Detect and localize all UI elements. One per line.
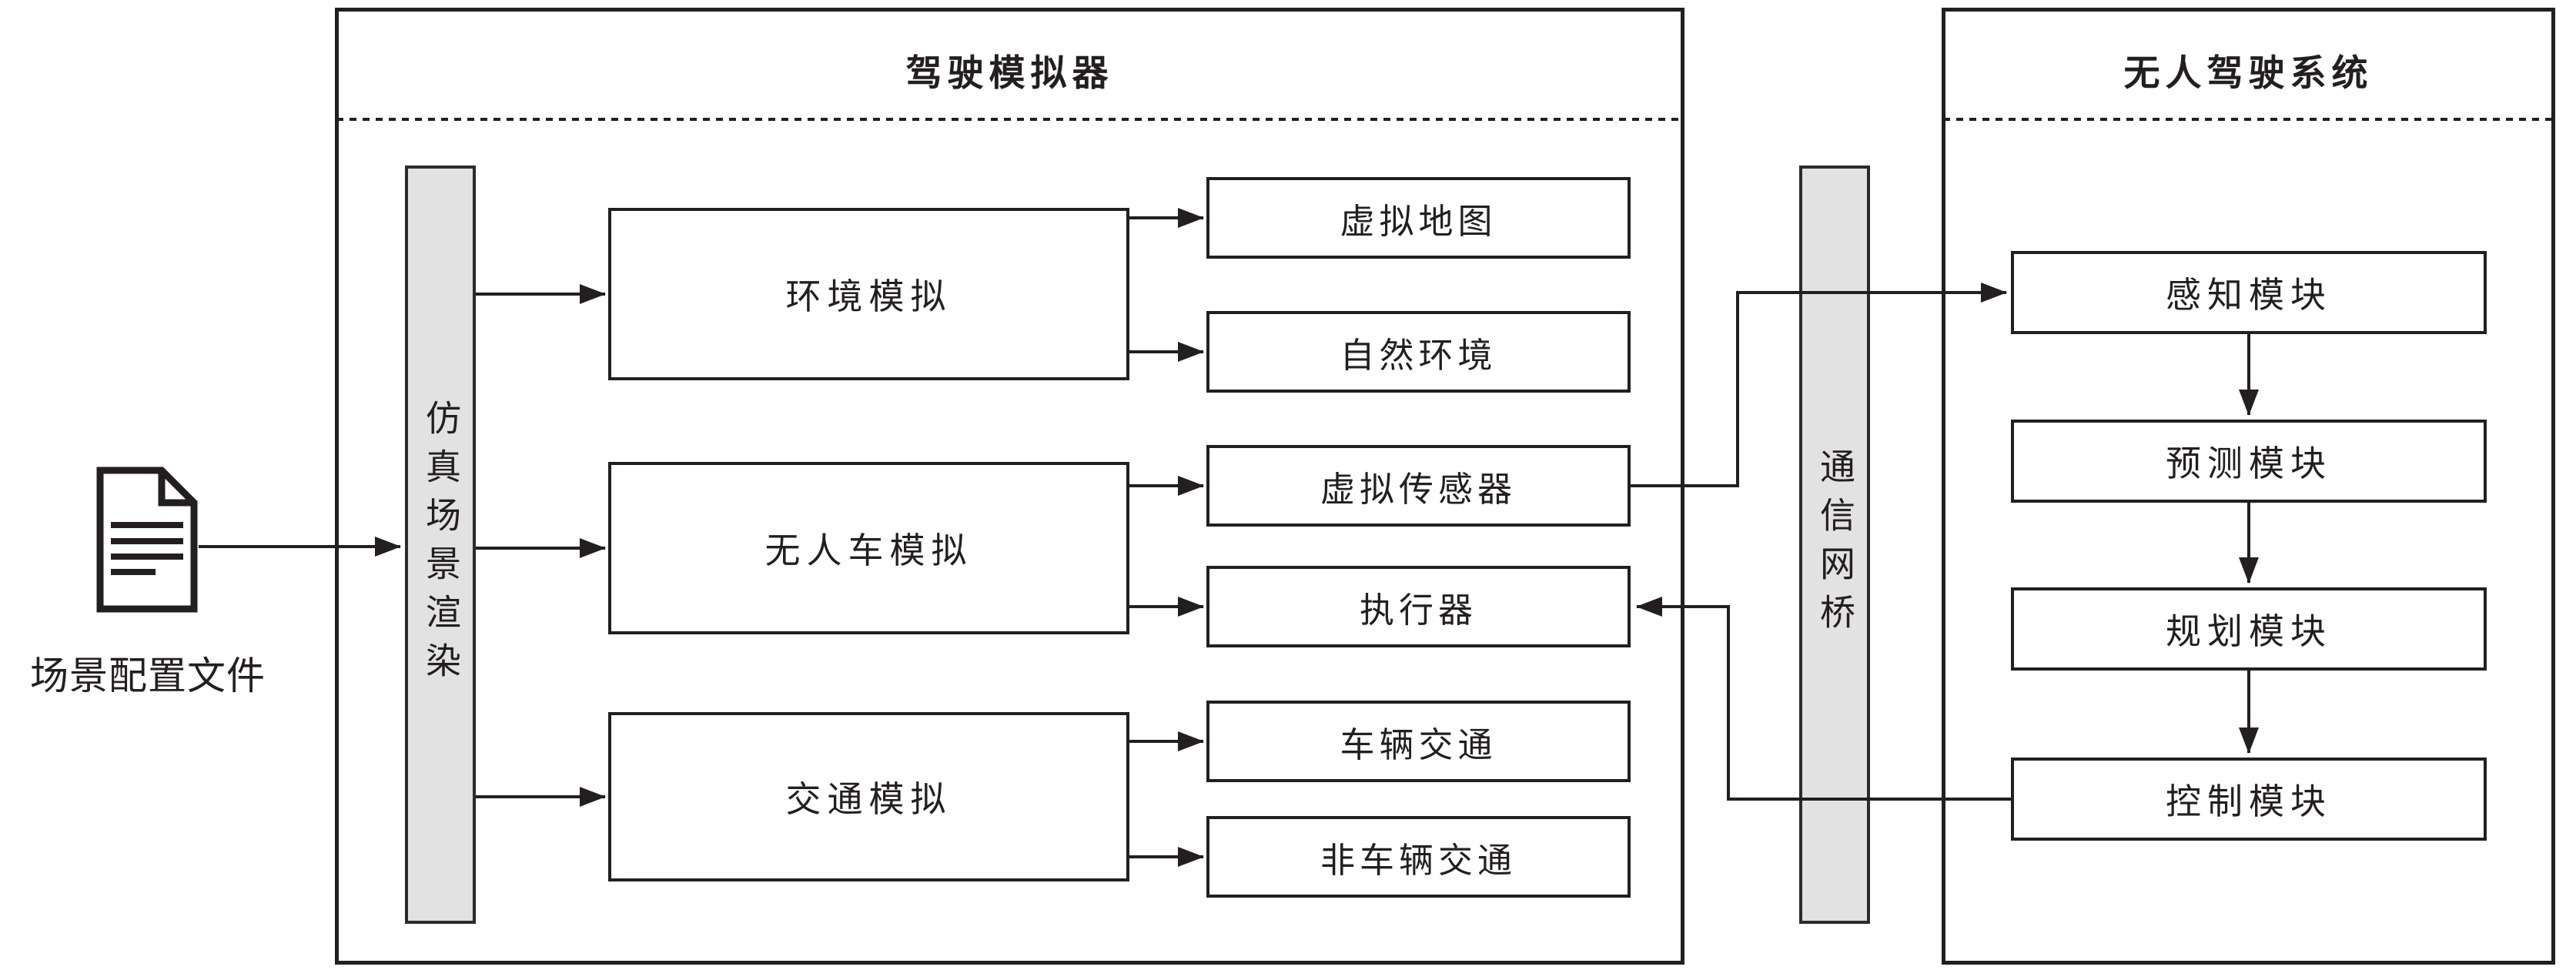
traffic-simulation-box: 交通模拟 [608,712,1129,881]
simulation-scene-render-bar: 仿真场景渲染 [405,166,476,924]
non-vehicle-traffic-box: 非车辆交通 [1206,816,1631,898]
autonomous-driving-title: 无人驾驶系统 [2123,54,2374,94]
natural-environment-box: 自然环境 [1206,311,1631,393]
document-icon [96,467,198,613]
driverless-vehicle-simulation-box: 无人车模拟 [608,462,1129,634]
virtual-map-box: 虚拟地图 [1206,177,1631,259]
communication-bridge-label: 通信网桥 [1815,447,1855,642]
driving-simulator-title: 驾驶模拟器 [905,54,1114,94]
simulation-scene-render-label: 仿真场景渲染 [421,399,460,691]
environment-simulation-box: 环境模拟 [608,208,1129,380]
perception-module-box: 感知模块 [2011,251,2487,334]
communication-bridge-bar: 通信网桥 [1799,166,1870,924]
scenario-config-file-label: 场景配置文件 [30,654,266,697]
control-module-box: 控制模块 [2011,758,2487,841]
virtual-sensor-box: 虚拟传感器 [1206,445,1631,527]
planning-module-box: 规划模块 [2011,587,2487,671]
vehicle-traffic-box: 车辆交通 [1206,701,1631,782]
prediction-module-box: 预测模块 [2011,420,2487,503]
actuator-box: 执行器 [1206,566,1631,647]
